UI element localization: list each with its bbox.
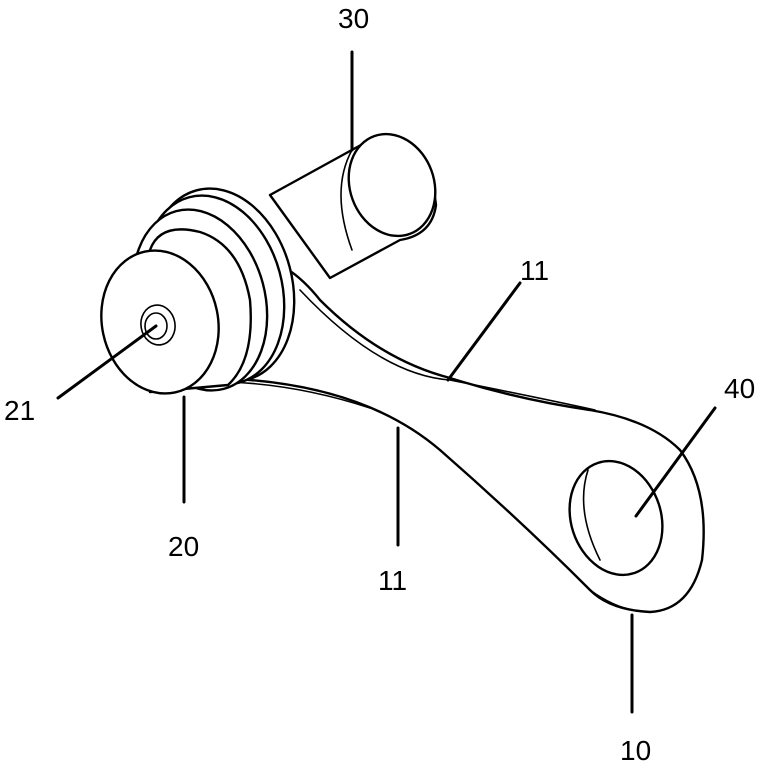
label-arm-top: 11 [520, 255, 549, 286]
leader-21 [56, 324, 158, 400]
eye-hole [568, 459, 664, 577]
label-bore: 21 [4, 395, 35, 426]
label-hub: 20 [168, 531, 199, 562]
label-shaft: 30 [338, 3, 369, 34]
label-eye: 40 [724, 373, 755, 404]
shaft-part [268, 132, 438, 280]
label-link: 10 [620, 735, 651, 766]
leader-lines [56, 50, 717, 714]
label-arm-bottom: 11 [378, 565, 407, 596]
leader-40 [634, 406, 717, 518]
hub-part [100, 187, 296, 395]
leader-11-top [446, 281, 522, 382]
